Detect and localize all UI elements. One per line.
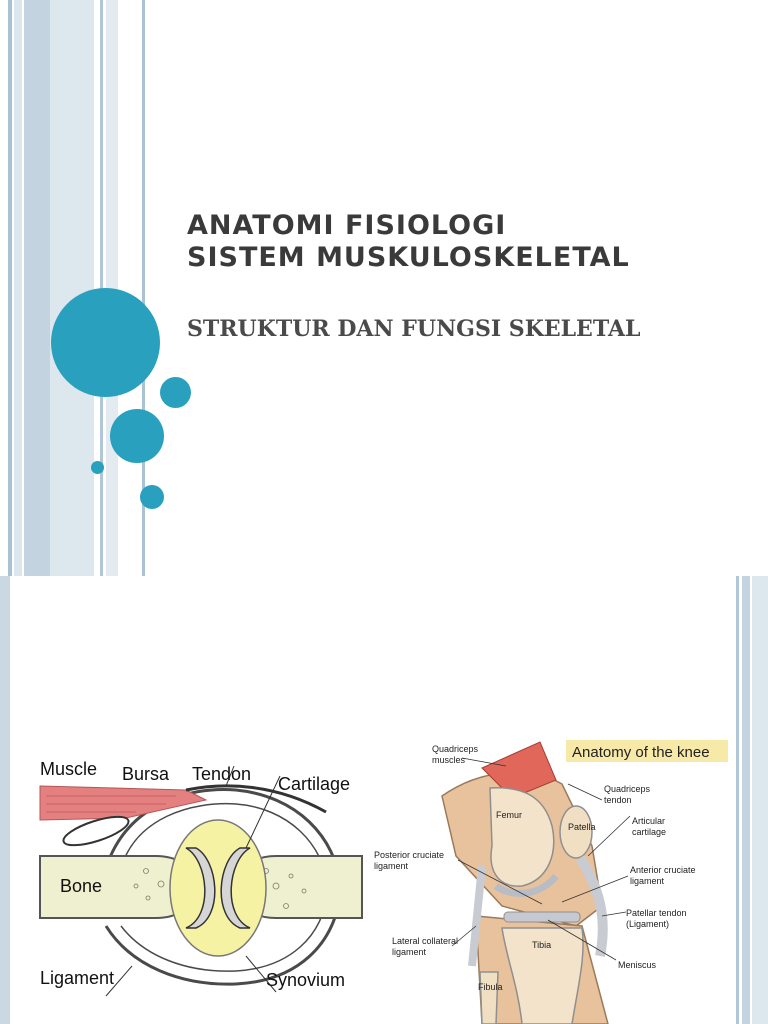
cartilage-right	[220, 847, 251, 929]
label-meniscus: Meniscus	[618, 960, 657, 970]
decorative-stripe	[752, 576, 768, 1024]
label-ligament: Ligament	[40, 968, 114, 988]
decorative-stripe	[142, 0, 145, 576]
label-muscle: Muscle	[40, 759, 97, 779]
label-lateral-collateral-2: ligament	[392, 947, 427, 957]
tendon	[185, 784, 327, 814]
label-lateral-collateral: Lateral collateral	[392, 936, 458, 946]
cartilage-left	[185, 847, 216, 929]
label-quadriceps-muscles: Quadriceps	[432, 744, 479, 754]
label-synovium: Synovium	[266, 970, 345, 990]
label-anterior-cruciate-2: ligament	[630, 876, 665, 886]
decorative-stripe	[8, 0, 12, 576]
patella	[559, 805, 593, 859]
decorative-circle	[110, 409, 164, 463]
label-tibia: Tibia	[532, 940, 551, 950]
label-articular-cartilage: Articular	[632, 816, 665, 826]
label-patella: Patella	[568, 822, 596, 832]
muscle	[39, 785, 208, 821]
page-title: ANATOMI FISIOLOGI SISTEM MUSKULOSKELETAL	[187, 210, 630, 274]
label-quadriceps-muscles-2: muscles	[432, 755, 466, 765]
label-femur: Femur	[496, 810, 522, 820]
articular-cartilage	[493, 873, 559, 897]
decorative-circle	[91, 461, 104, 474]
label-patellar-tendon: Patellar tendon	[626, 908, 687, 918]
decorative-stripe	[24, 0, 50, 576]
label-patellar-tendon-2: (Ligament)	[626, 919, 669, 929]
tibia	[501, 927, 584, 1024]
synovial-joint-diagram: Muscle Bursa Tendon Cartilage Bone Ligam…	[39, 759, 363, 997]
bursa	[62, 815, 130, 847]
label-fibula: Fibula	[478, 982, 503, 992]
title-line-2: SISTEM MUSKULOSKELETAL	[187, 242, 630, 273]
label-tendon: Tendon	[192, 764, 251, 784]
label-cartilage: Cartilage	[278, 774, 350, 794]
decorative-stripe	[742, 576, 750, 1024]
diagram-slide: Muscle Bursa Tendon Cartilage Bone Ligam…	[0, 576, 768, 1024]
decorative-circle	[140, 485, 164, 509]
label-posterior-cruciate: Posterior cruciate	[374, 850, 444, 860]
decorative-stripe	[50, 0, 94, 576]
title-line-1: ANATOMI FISIOLOGI	[187, 210, 507, 241]
decorative-circle-large	[51, 288, 160, 397]
subtitle: STRUKTUR DAN FUNGSI SKELETAL	[187, 316, 641, 342]
femur	[489, 787, 555, 887]
decorative-stripe	[736, 576, 739, 1024]
label-bone: Bone	[60, 876, 102, 896]
lateral-collateral-ligament	[468, 865, 486, 967]
label-bursa: Bursa	[122, 764, 170, 784]
knee-heading: Anatomy of the knee	[572, 744, 710, 761]
fibula	[479, 971, 499, 1024]
knee-anatomy-diagram: Anatomy of the knee Qua	[374, 740, 728, 1024]
synovium	[169, 819, 267, 957]
patellar-tendon	[575, 855, 608, 957]
label-anterior-cruciate: Anterior cruciate	[630, 865, 696, 875]
title-slide: ANATOMI FISIOLOGI SISTEM MUSKULOSKELETAL…	[8, 0, 641, 576]
label-quadriceps-tendon-2: tendon	[604, 795, 632, 805]
label-quadriceps-tendon: Quadriceps	[604, 784, 651, 794]
decorative-stripe	[0, 576, 10, 1024]
label-articular-cartilage-2: cartilage	[632, 827, 666, 837]
label-posterior-cruciate-2: ligament	[374, 861, 409, 871]
decorative-circle	[160, 377, 191, 408]
knee-heading-box	[566, 740, 728, 762]
decorative-stripe	[14, 0, 22, 576]
meniscus	[503, 911, 581, 923]
